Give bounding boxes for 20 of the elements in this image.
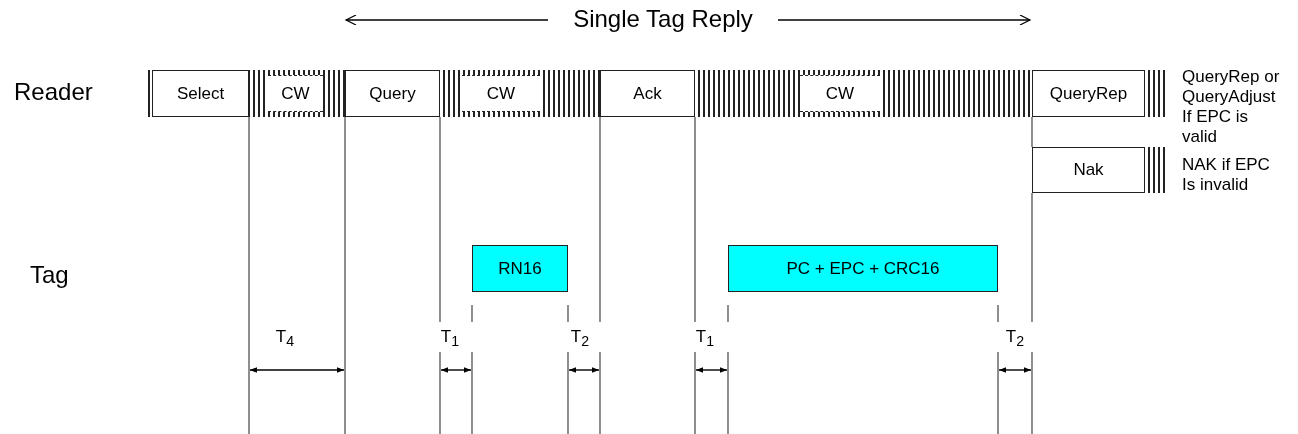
timing-label: T$_{2}$: [1004, 327, 1026, 350]
command-box: Ack: [600, 70, 695, 117]
carrier-wave-box: CW: [800, 75, 880, 112]
carrier-wave-box: CW: [462, 75, 540, 112]
reply-box: RN16: [472, 245, 568, 292]
command-box: Select: [152, 70, 249, 117]
command-box: QueryRep: [1032, 70, 1145, 117]
span-label: Single Tag Reply: [572, 5, 754, 33]
timing-label: T$_{1}$: [439, 327, 461, 350]
carrier-wave-box: CW: [268, 75, 323, 112]
timing-label: T$_{2}$: [569, 327, 591, 350]
note: QueryRep or QueryAdjust If EPC is valid: [1182, 67, 1281, 147]
command-box: Nak: [1032, 147, 1145, 193]
row-label: Tag: [30, 261, 69, 289]
note: NAK if EPC Is invalid: [1182, 155, 1271, 195]
timing-label: T$_{1}$: [694, 327, 716, 350]
row-label: Reader: [14, 78, 93, 106]
command-box: Query: [345, 70, 440, 117]
timing-label: T$_{4}$: [274, 327, 296, 350]
reply-box: PC + EPC + CRC16: [728, 245, 998, 292]
